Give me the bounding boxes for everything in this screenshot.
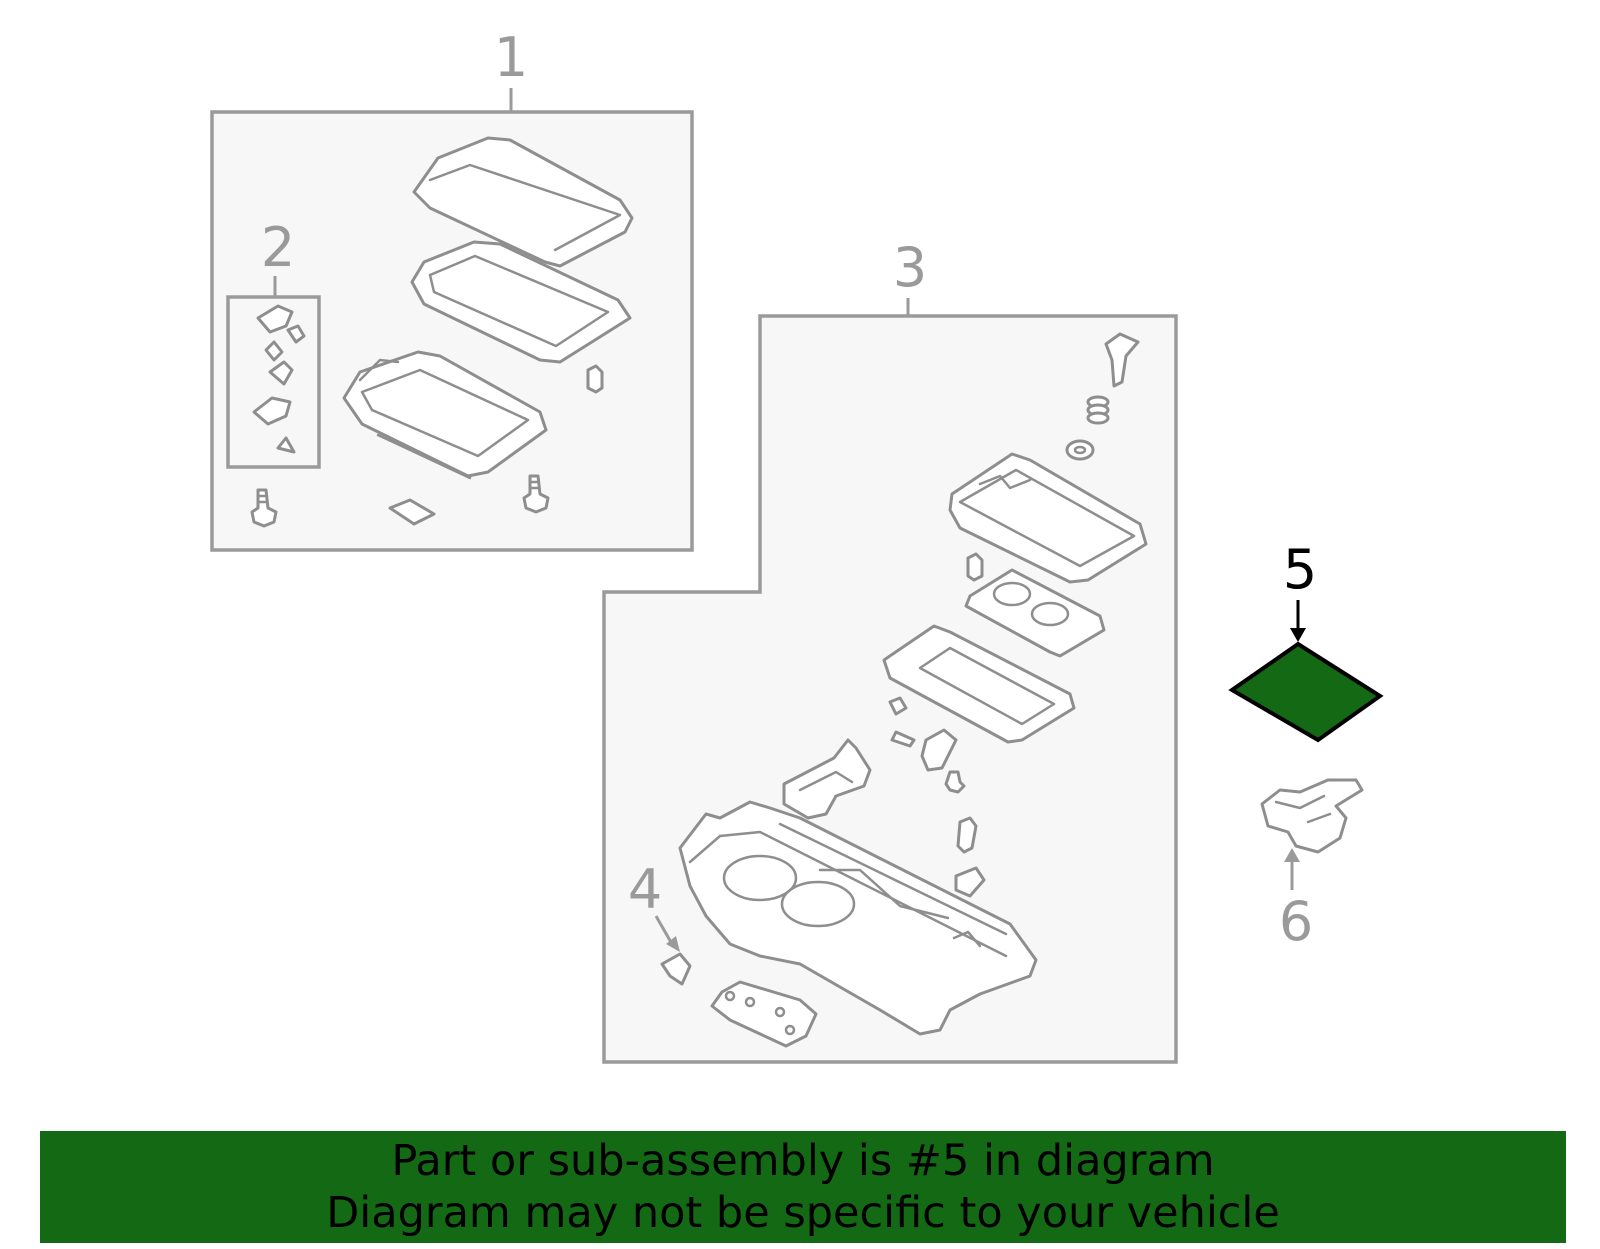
assembly-2-group[interactable]: 2	[226, 216, 321, 469]
callout-4: 4	[628, 858, 662, 921]
callout-5: 5	[1283, 538, 1317, 601]
banner-line-2: Diagram may not be specific to your vehi…	[326, 1188, 1280, 1238]
part-4-clip	[660, 952, 692, 986]
lid-pin	[586, 364, 604, 394]
spring	[1086, 395, 1110, 425]
assembly-3-group[interactable]: 3	[602, 236, 1178, 1064]
mounting-plate	[882, 624, 1076, 744]
console-lid-base	[342, 350, 548, 478]
info-banner: Part or sub-assembly is #5 in diagram Di…	[40, 1131, 1566, 1243]
bracket-hook	[920, 728, 958, 772]
screw-left	[250, 488, 278, 528]
console-body	[678, 800, 1038, 1036]
part-6-group[interactable]: 6	[1260, 778, 1364, 953]
upper-tray	[948, 452, 1148, 584]
assembly-1-group[interactable]: 1	[210, 26, 694, 552]
cup-holder-insert	[964, 568, 1106, 658]
push-pin	[1104, 332, 1140, 388]
banner-line-1: Part or sub-assembly is #5 in diagram	[391, 1136, 1215, 1186]
washer	[1065, 439, 1095, 461]
part-5-highlight-group[interactable]: 5	[1228, 538, 1384, 743]
clip-plate	[388, 498, 436, 526]
console-lid-cover	[412, 136, 634, 268]
callout-6: 6	[1279, 890, 1313, 953]
part-5-shape	[1228, 641, 1384, 743]
callout-3: 3	[893, 236, 927, 299]
bottom-mat	[710, 980, 818, 1048]
part-6-bracket	[1260, 778, 1364, 854]
callout-2: 2	[261, 216, 295, 279]
screw-right	[522, 474, 550, 514]
callout-1: 1	[494, 26, 528, 89]
hinge-bracket	[782, 738, 872, 820]
